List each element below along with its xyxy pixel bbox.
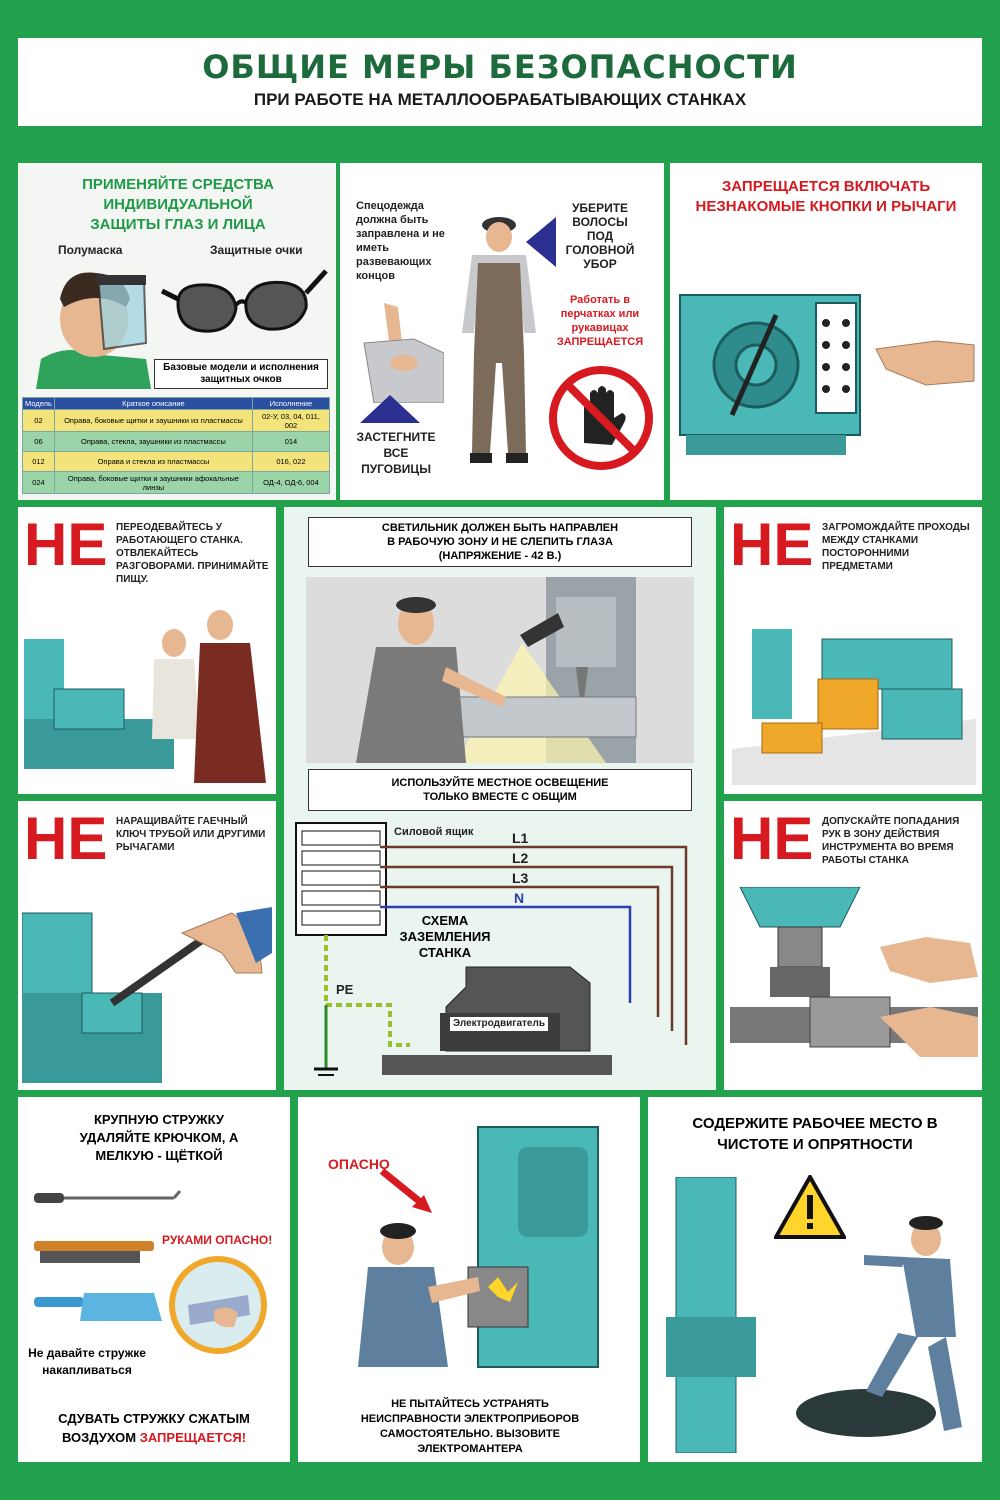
table-cell: 016, 022 (251, 451, 331, 472)
milling-cutter-illustration (730, 887, 978, 1057)
gloves-text-2: ЗАПРЕЩАЕТСЯ (556, 336, 644, 348)
ne-word: НЕ (24, 511, 108, 578)
blow-text-3: ЗАПРЕЩАЕТСЯ! (139, 1430, 247, 1445)
electric-text: НЕ ПЫТАЙТЕСЬ УСТРАНЯТЬ НЕИСПРАВНОСТИ ЭЛЕ… (360, 1398, 580, 1455)
hook-tool-icon (34, 1190, 182, 1203)
table-header: Исполнение (251, 397, 331, 410)
models-label: Базовые модели и исполнения защитных очк… (154, 359, 328, 389)
table-header: Краткое описание (53, 397, 253, 410)
panel-unknown-buttons: ЗАПРЕЩАЕТСЯ ВКЛЮЧАТЬ НЕЗНАКОМЫЕ КНОПКИ И… (670, 163, 982, 500)
panel-clean-workplace: СОДЕРЖИТЕ РАБОЧЕЕ МЕСТО В ЧИСТОТЕ И ОПРЯ… (648, 1097, 982, 1462)
workwear-text: Спецодежда должна быть заправлена и не и… (356, 200, 445, 282)
table-cell: Оправа, боковые щитки и заушники афокаль… (53, 471, 253, 494)
accumulate-text: Не давайте стружке накапливаться (28, 1346, 146, 1377)
wrench-pipe-illustration (22, 907, 272, 1083)
goggles-illustration (160, 269, 328, 333)
ne-wrench-text: НАРАЩИВАЙТЕ ГАЕЧНЫЙ КЛЮЧ ТРУБОЙ ИЛИ ДРУГ… (116, 816, 266, 853)
blow-text-1: СДУВАТЬ СТРУЖКУ СЖАТЫМ (58, 1411, 250, 1426)
lamp-note-line-2: В РАБОЧУЮ ЗОНУ И НЕ СЛЕПИТЬ ГЛАЗА (387, 536, 613, 548)
electrical-repair-illustration (358, 1126, 599, 1368)
danger-label: ОПАСНО (328, 1156, 390, 1172)
blow-text-2: ВОЗДУХОМ (61, 1430, 137, 1445)
table-cell: Оправа, стекла, заушники из пластмассы (53, 431, 253, 452)
grounding-diagram (295, 822, 688, 1076)
gloves-text-1: Работать в перчатках или рукавицах (560, 294, 640, 334)
table-cell: 014 (251, 431, 331, 452)
left-pointer-icon (526, 217, 556, 267)
table-cell: Оправа, боковые щитки и заушники из плас… (53, 409, 253, 432)
table-cell: ОД-4, ОД-6, 004 (251, 471, 331, 494)
panel-chips: КРУПНУЮ СТРУЖКУ УДАЛЯЙТЕ КРЮЧКОМ, А МЕЛК… (18, 1097, 290, 1462)
up-pointer-icon (360, 395, 420, 423)
table-cell: 06 (22, 431, 55, 452)
phase-l2-label: L2 (512, 850, 529, 866)
gloves-text: Работать в перчатках или рукавицах ЗАПРЕ… (550, 293, 650, 349)
poster-title: ОБЩИЕ МЕРЫ БЕЗОПАСНОСТИ (202, 48, 798, 86)
local-light-note: ИСПОЛЬЗУЙТЕ МЕСТНОЕ ОСВЕЩЕНИЕ ТОЛЬКО ВМЕ… (308, 769, 692, 811)
panel-workwear: Спецодежда должна быть заправлена и не и… (340, 163, 664, 500)
ne-hands-text: ДОПУСКАЙТЕ ПОПАДАНИЯ РУК В ЗОНУ ДЕЙСТВИЯ… (822, 816, 960, 866)
hair-text: УБЕРИТЕ ВОЛОСЫ ПОД ГОЛОВНОЙ УБОР (565, 201, 635, 271)
no-gloves-icon (549, 366, 653, 470)
goggles-label: Защитные очки (210, 243, 303, 257)
slipping-worker-illustration (666, 1177, 962, 1453)
panel-lighting-grounding: СВЕТИЛЬНИК ДОЛЖЕН БЫТЬ НАПРАВЛЕН В РАБОЧ… (284, 507, 716, 1090)
unknown-buttons-title: ЗАПРЕЩАЕТСЯ ВКЛЮЧАТЬ НЕЗНАКОМЫЕ КНОПКИ И… (695, 178, 957, 215)
danger-arrow-icon (379, 1168, 432, 1213)
worker-overalls-illustration (462, 217, 536, 463)
clean-title: СОДЕРЖИТЕ РАБОЧЕЕ МЕСТО В ЧИСТОТЕ И ОПРЯ… (692, 1115, 938, 1153)
half-mask-illustration (36, 272, 151, 389)
ppe-title: ПРИМЕНЯЙТЕ СРЕДСТВА ИНДИВИДУАЛЬНОЙ ЗАЩИТ… (82, 176, 274, 233)
panel-ne-distraction: НЕ ПЕРЕОДЕВАЙТЕСЬ У РАБОТАЮЩЕГО СТАНКА. … (18, 507, 276, 794)
cluttered-aisle-illustration (732, 629, 976, 785)
lamp-note-line-3: (НАПРЯЖЕНИЕ - 42 В.) (438, 550, 562, 562)
table-header: Модель (22, 397, 55, 410)
chips-title: КРУПНУЮ СТРУЖКУ УДАЛЯЙТЕ КРЮЧКОМ, А МЕЛК… (79, 1112, 239, 1163)
phase-l3-label: L3 (512, 870, 529, 886)
half-mask-label: Полумаска (58, 243, 123, 257)
warning-triangle-icon (774, 1175, 846, 1239)
workers-talking-illustration (24, 610, 266, 783)
poster-header: ОБЩИЕ МЕРЫ БЕЗОПАСНОСТИ ПРИ РАБОТЕ НА МЕ… (18, 38, 982, 126)
table-cell: 024 (22, 471, 55, 494)
drill-lamp-illustration (306, 577, 694, 763)
buttons-text: ЗАСТЕГНИТЕ ВСЕ ПУГОВИЦЫ (356, 430, 436, 476)
panel-electrical: ОПАСНО НЕ ПЫТАЙТЕСЬ УСТРАНЯТЬ НЕИСПРАВНО… (298, 1097, 640, 1462)
ne-distraction-text: ПЕРЕОДЕВАЙТЕСЬ У РАБОТАЮЩЕГО СТАНКА. ОТВ… (116, 522, 269, 585)
ne-word: НЕ (730, 511, 814, 578)
cuff-button-illustration (363, 303, 444, 403)
blow-text: СДУВАТЬ СТРУЖКУ СЖАТЫМ ВОЗДУХОМ ЗАПРЕЩАЕ… (38, 1409, 270, 1447)
power-box-label: Силовой ящик (394, 826, 474, 838)
table-cell: 02 (22, 409, 55, 432)
goggles-models-table: Модель Краткое описание Исполнение 02 Оп… (22, 397, 331, 494)
scoop-tool-icon (34, 1293, 162, 1321)
hands-danger-text: РУКАМИ ОПАСНО! (162, 1233, 273, 1247)
table-cell: 012 (22, 451, 55, 472)
motor-label: Электродвигатель (450, 1017, 548, 1031)
table-cell: 02-У, 03, 04, 011, 002 (251, 409, 331, 432)
table-cell: Оправа и стекла из пластмассы (53, 451, 253, 472)
neutral-n-label: N (514, 890, 525, 906)
local-light-line-2: ТОЛЬКО ВМЕСТЕ С ОБЩИМ (423, 791, 577, 803)
lamp-note-line-1: СВЕТИЛЬНИК ДОЛЖЕН БЫТЬ НАПРАВЛЕН (381, 522, 619, 534)
ne-clutter-text: ЗАГРОМОЖДАЙТЕ ПРОХОДЫ МЕЖДУ СТАНКАМИ ПОС… (822, 522, 970, 572)
local-light-line-1: ИСПОЛЬЗУЙТЕ МЕСТНОЕ ОСВЕЩЕНИЕ (391, 777, 609, 789)
brush-tool-icon (34, 1241, 154, 1263)
panel-ne-wrench: НЕ НАРАЩИВАЙТЕ ГАЕЧНЫЙ КЛЮЧ ТРУБОЙ ИЛИ Д… (18, 801, 276, 1090)
poster-subtitle: ПРИ РАБОТЕ НА МЕТАЛЛООБРАБАТЫВАЮЩИХ СТАН… (253, 90, 747, 109)
pe-label: PE (336, 982, 354, 997)
ne-word: НЕ (24, 805, 108, 872)
ne-word: НЕ (730, 805, 814, 872)
panel-ne-hands-zone: НЕ ДОПУСКАЙТЕ ПОПАДАНИЯ РУК В ЗОНУ ДЕЙСТ… (724, 801, 982, 1090)
hand-chips-illustration (169, 1256, 267, 1354)
control-panel-illustration (679, 294, 975, 455)
panel-ppe: ПРИМЕНЯЙТЕ СРЕДСТВА ИНДИВИДУАЛЬНОЙ ЗАЩИТ… (18, 163, 336, 500)
panel-ne-clutter: НЕ ЗАГРОМОЖДАЙТЕ ПРОХОДЫ МЕЖДУ СТАНКАМИ … (724, 507, 982, 794)
grounding-scheme-label: СХЕМА ЗАЗЕМЛЕНИЯ СТАНКА (399, 913, 491, 960)
phase-l1-label: L1 (512, 830, 529, 846)
lamp-note: СВЕТИЛЬНИК ДОЛЖЕН БЫТЬ НАПРАВЛЕН В РАБОЧ… (308, 517, 692, 567)
